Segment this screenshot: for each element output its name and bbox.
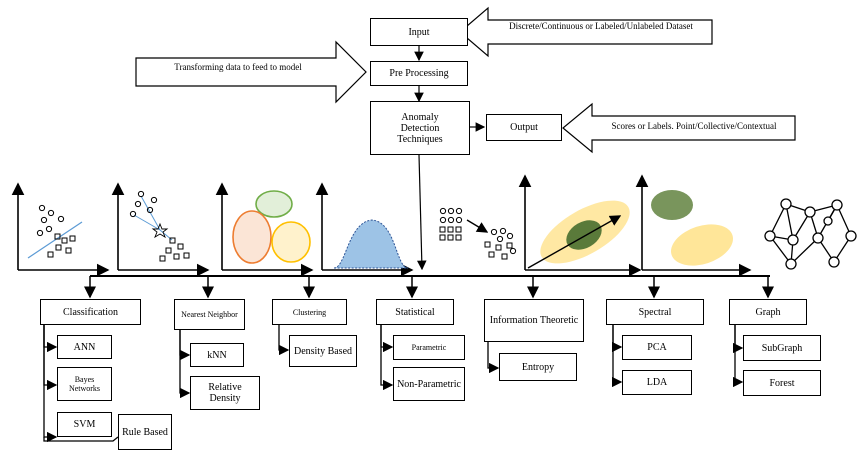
rule-based-box: Rule Based bbox=[118, 414, 172, 450]
techniques-box: Anomaly Detection Techniques bbox=[370, 101, 470, 155]
svm-box: SVM bbox=[57, 412, 112, 437]
subgraph-box: SubGraph bbox=[743, 335, 821, 361]
illustration-graph bbox=[764, 198, 857, 270]
relative-density-box: Relative Density bbox=[190, 376, 260, 410]
knn-box: kNN bbox=[190, 343, 244, 367]
output-block-arrow bbox=[562, 102, 796, 154]
preprocessing-block-arrow bbox=[135, 40, 367, 104]
techniques-line-2: Detection bbox=[400, 122, 440, 134]
bayes-networks-box: Bayes Networks bbox=[57, 367, 112, 401]
forest-box: Forest bbox=[743, 370, 821, 396]
clustering-box: Clustering bbox=[272, 299, 347, 325]
information-theoretic-box: Information Theoretic bbox=[484, 299, 584, 342]
ann-box: ANN bbox=[57, 335, 112, 359]
input-arrow-label: Discrete/Continuous or Labeled/Unlabeled… bbox=[509, 21, 693, 31]
illustration-classification bbox=[11, 182, 110, 277]
illustration-clustering bbox=[215, 182, 314, 277]
output-arrow-label: Scores or Labels. Point/Collective/Conte… bbox=[611, 121, 777, 131]
classification-box: Classification bbox=[40, 299, 141, 325]
input-box: Input bbox=[370, 18, 468, 46]
spectral-box: Spectral bbox=[606, 299, 704, 325]
density-based-box: Density Based bbox=[289, 335, 357, 367]
entropy-box: Entropy bbox=[499, 353, 577, 381]
techniques-line-3: Techniques bbox=[397, 133, 443, 145]
graph-box: Graph bbox=[729, 299, 807, 325]
illustration-nearest-neighbor bbox=[111, 182, 210, 277]
illustration-statistical bbox=[315, 182, 414, 277]
nearest-neighbor-box: Nearest Neighbor bbox=[174, 299, 245, 330]
input-block-arrow bbox=[459, 6, 713, 58]
illustration-entropy bbox=[518, 174, 642, 277]
output-box: Output bbox=[486, 114, 562, 141]
illustration-spectral bbox=[635, 174, 752, 277]
non-parametric-box: Non-Parametric bbox=[393, 367, 465, 401]
illustration-information-theoretic bbox=[439, 207, 517, 260]
parametric-box: Parametric bbox=[393, 335, 465, 360]
statistical-box: Statistical bbox=[376, 299, 454, 325]
lda-box: LDA bbox=[622, 370, 692, 395]
preprocessing-arrow-label: Transforming data to feed to model bbox=[174, 62, 302, 72]
preprocessing-box: Pre Processing bbox=[370, 61, 468, 86]
techniques-line-1: Anomaly bbox=[401, 111, 439, 123]
pca-box: PCA bbox=[622, 335, 692, 360]
